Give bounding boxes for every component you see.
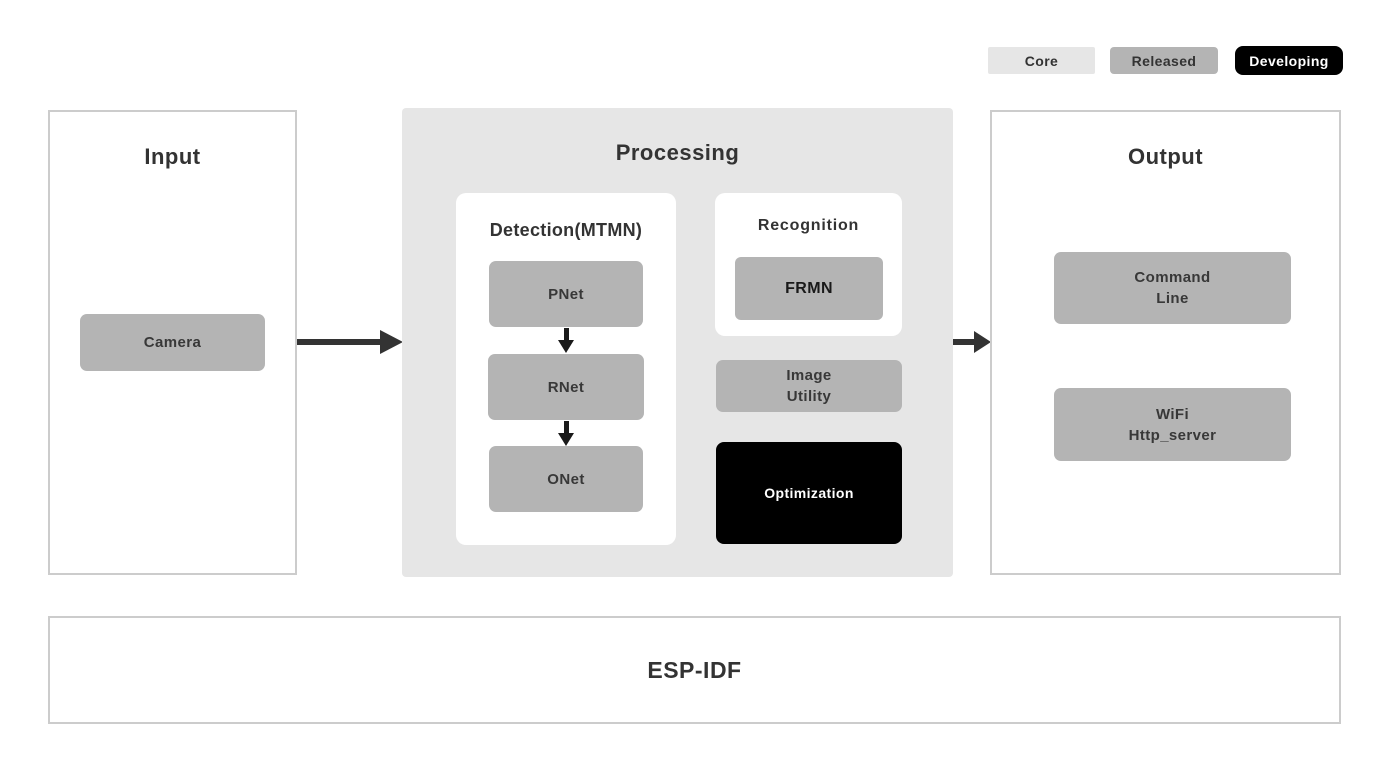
- legend-core-label: Core: [1024, 52, 1059, 69]
- arrow-shaft: [953, 339, 975, 345]
- arrow-head-icon: [974, 331, 991, 353]
- input-title: Input: [144, 144, 201, 169]
- camera-box: Camera: [80, 314, 265, 371]
- rnet-label: RNet: [547, 378, 585, 396]
- image-utility-label-line2: Utility: [786, 388, 832, 405]
- detection-title: Detection(MTMN): [489, 220, 643, 240]
- legend-item-developing: Developing: [1235, 46, 1343, 75]
- camera-label: Camera: [143, 334, 202, 351]
- esp-idf-title: ESP-IDF: [647, 656, 742, 683]
- command-line-label-line1: Command: [1134, 269, 1211, 286]
- output-panel: Output: [990, 110, 1341, 575]
- wifi-label-line2: Http_server: [1128, 426, 1217, 444]
- legend-item-core: Core: [988, 47, 1095, 74]
- command-line-label-line2: Line: [1156, 290, 1189, 307]
- arrow-shaft: [564, 421, 569, 434]
- optimization-box: Optimization: [716, 442, 902, 544]
- optimization-label: Optimization: [764, 484, 854, 501]
- onet-box: ONet: [489, 446, 643, 512]
- arrow-head-icon: [380, 330, 403, 354]
- arrow-head-icon: [558, 340, 574, 353]
- output-title: Output: [1127, 144, 1204, 169]
- wifi-label-line1: WiFi: [1155, 405, 1190, 423]
- arrow-shaft: [297, 339, 381, 345]
- processing-title: Processing: [615, 140, 740, 165]
- legend-released-label: Released: [1131, 52, 1197, 69]
- frmn-label: FRMN: [785, 280, 833, 297]
- onet-label: ONet: [547, 470, 585, 488]
- arrow-shaft: [564, 328, 569, 341]
- pnet-label: PNet: [548, 285, 584, 303]
- legend-item-released: Released: [1110, 47, 1218, 74]
- arrow-head-icon: [558, 433, 574, 446]
- pnet-box: PNet: [489, 261, 643, 327]
- wifi-http-server-box: WiFi Http_server: [1054, 388, 1291, 461]
- image-utility-box: Image Utility: [716, 360, 902, 412]
- frmn-box: FRMN: [735, 257, 883, 320]
- legend-developing-label: Developing: [1249, 52, 1329, 69]
- command-line-box: Command Line: [1054, 252, 1291, 324]
- rnet-box: RNet: [488, 354, 644, 420]
- esp-idf-panel: ESP-IDF: [48, 616, 1341, 724]
- image-utility-label-line1: Image: [786, 367, 832, 384]
- recognition-title: Recognition: [757, 217, 860, 234]
